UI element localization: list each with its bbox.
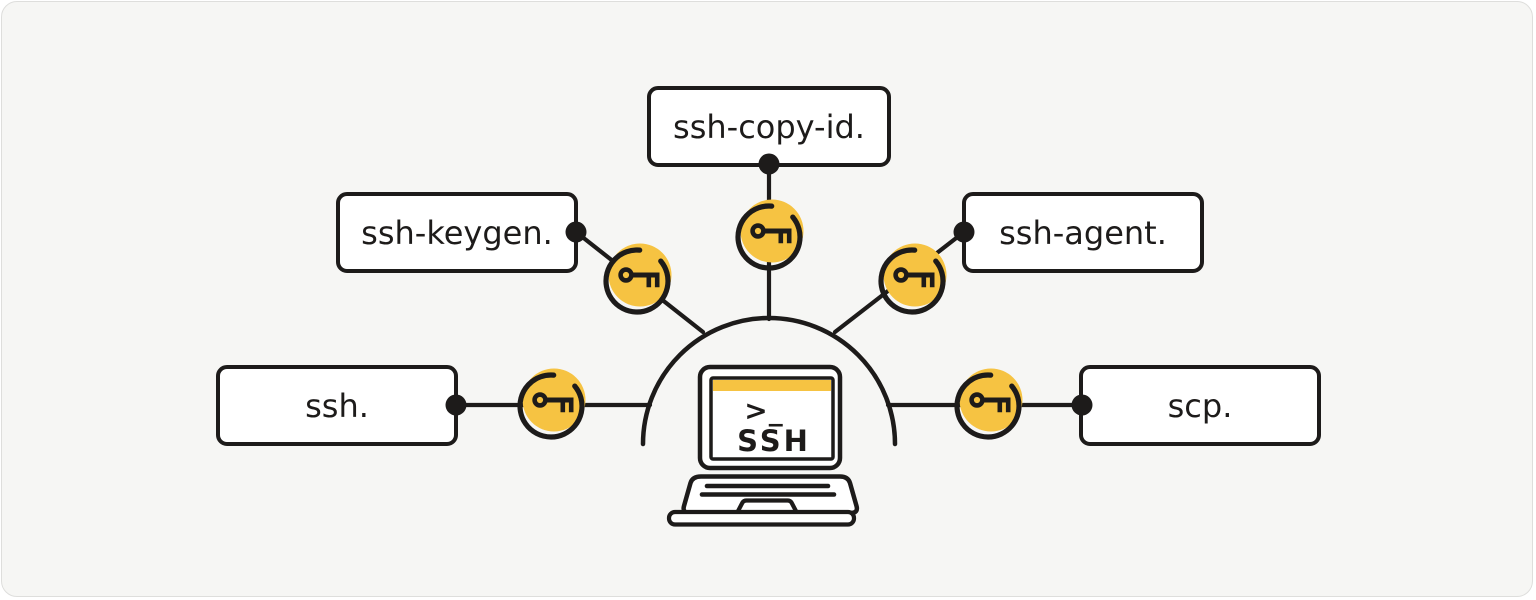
laptop-icon: >_ SSH xyxy=(666,364,860,527)
key-badge-ssh-agent xyxy=(878,243,947,315)
connector-dot-ssh xyxy=(445,394,467,416)
key-icon xyxy=(893,267,935,288)
laptop-screen-label: SSH xyxy=(737,424,811,458)
key-icon xyxy=(969,392,1011,413)
connector-dot-ssh-copy-id xyxy=(758,153,780,175)
command-box-scp: scp. xyxy=(1079,365,1321,446)
command-label-scp: scp. xyxy=(1168,387,1233,425)
connector-dot-scp xyxy=(1071,394,1093,416)
connector-dot-ssh-agent xyxy=(953,221,975,243)
command-box-ssh-copy-id: ssh-copy-id. xyxy=(647,86,891,167)
key-badge-scp xyxy=(954,368,1023,440)
command-label-ssh-keygen: ssh-keygen. xyxy=(361,214,553,252)
key-badge-ring xyxy=(954,372,1022,440)
command-box-ssh: ssh. xyxy=(216,365,458,446)
key-badge-ssh-copy-id xyxy=(735,199,804,271)
terminal-prompt-icon: >_ xyxy=(744,394,783,427)
laptop-trackpad-notch xyxy=(735,498,799,514)
key-badge-ring xyxy=(517,372,585,440)
terminal-titlebar xyxy=(713,380,831,391)
command-box-ssh-agent: ssh-agent. xyxy=(962,192,1204,273)
laptop-bottom-bar xyxy=(666,509,857,527)
command-box-ssh-keygen: ssh-keygen. xyxy=(336,192,578,273)
connector-dot-ssh-keygen xyxy=(565,221,587,243)
command-label-ssh-copy-id: ssh-copy-id. xyxy=(673,108,865,146)
terminal-window xyxy=(709,376,835,461)
command-label-ssh: ssh. xyxy=(305,387,369,425)
key-badge-ring xyxy=(735,203,803,271)
key-badge-ssh xyxy=(517,368,586,440)
key-icon xyxy=(618,267,660,288)
command-label-ssh-agent: ssh-agent. xyxy=(999,214,1167,252)
key-badge-ring xyxy=(878,247,946,315)
key-icon xyxy=(532,392,574,413)
key-badge-ring xyxy=(603,247,671,315)
key-badge-ssh-keygen xyxy=(603,243,672,315)
key-icon xyxy=(750,223,792,244)
